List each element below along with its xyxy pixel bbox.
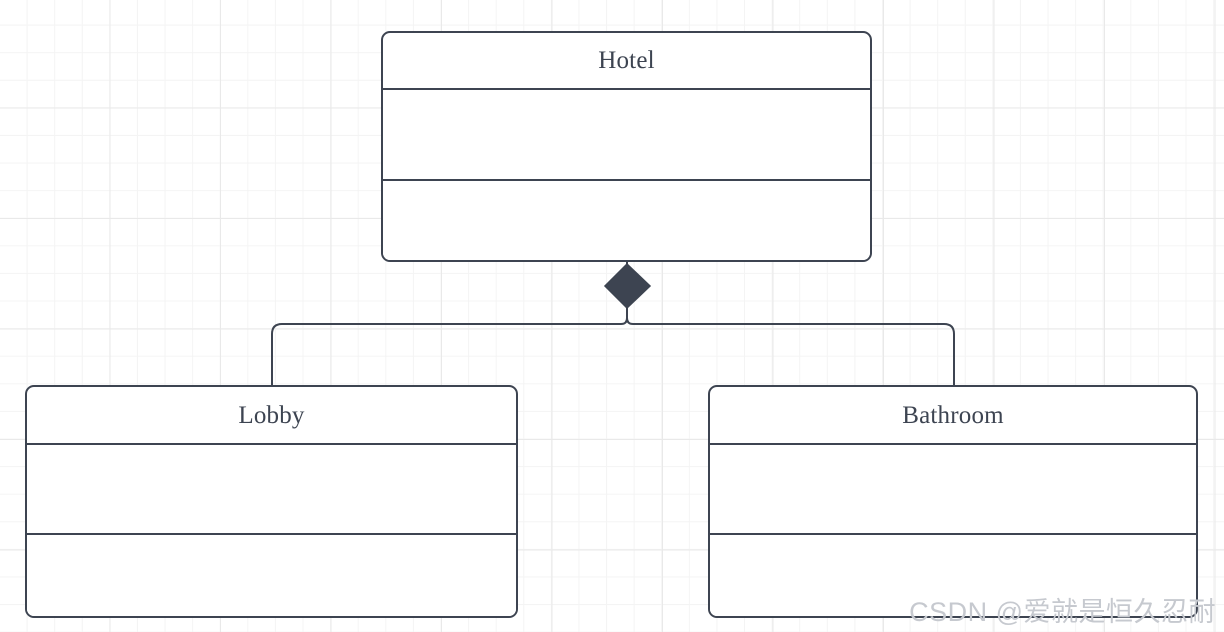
uml-class-lobby-methods <box>27 533 516 616</box>
uml-class-bathroom-methods <box>710 533 1196 616</box>
connector-branch-left <box>271 323 621 385</box>
composition-diamond-icon <box>603 262 652 310</box>
uml-class-hotel[interactable]: Hotel <box>381 31 872 262</box>
connector-branch-right <box>633 323 955 385</box>
csdn-watermark: CSDN @爱就是恒久忍耐 <box>909 597 1216 627</box>
uml-class-lobby-title: Lobby <box>238 401 305 429</box>
uml-class-bathroom-attributes <box>710 443 1196 533</box>
uml-class-bathroom[interactable]: Bathroom <box>708 385 1198 618</box>
connector-stem-left-curve <box>620 317 628 325</box>
uml-class-hotel-title: Hotel <box>598 47 655 74</box>
uml-class-hotel-attributes <box>383 88 870 179</box>
uml-class-lobby-attributes <box>27 443 516 533</box>
uml-class-lobby[interactable]: Lobby <box>25 385 518 618</box>
connector-stem <box>626 262 634 325</box>
uml-class-bathroom-title: Bathroom <box>902 401 1004 429</box>
uml-class-hotel-methods <box>383 179 870 260</box>
